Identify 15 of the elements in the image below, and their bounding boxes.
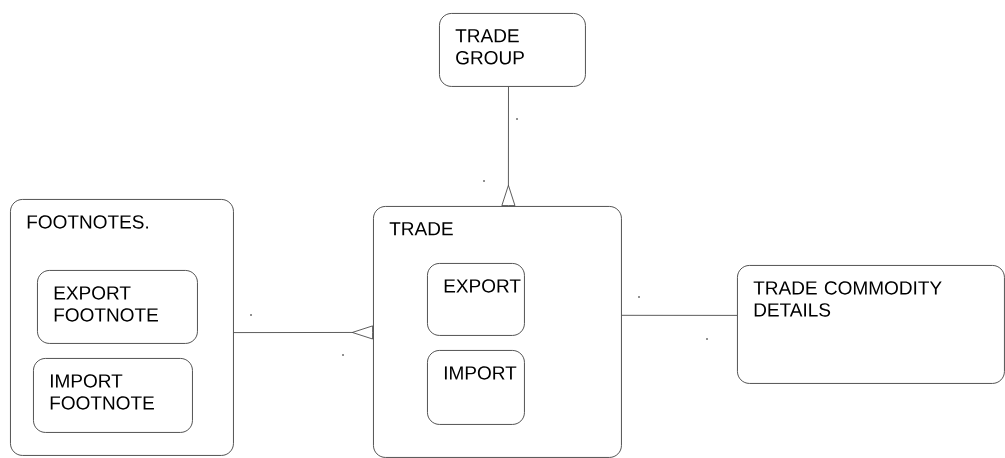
relationship-dot: .: [342, 354, 344, 356]
relationship-line: [621, 314, 738, 316]
relationship-dot: .: [706, 338, 708, 340]
relationship-line: [233, 325, 373, 340]
relationship-dot: .: [483, 180, 485, 182]
relationship-dot: .: [250, 314, 252, 316]
relationship-line: [501, 86, 516, 206]
relationship-dot: .: [516, 118, 518, 120]
entity-box: IMPORT: [427, 350, 525, 425]
entity-box: TRADE COMMODITY DETAILS: [737, 265, 1005, 384]
relationship-dot: .: [638, 296, 640, 298]
entity-box: IMPORT FOOTNOTE: [33, 358, 193, 433]
entity-box: EXPORT: [427, 263, 525, 336]
entity-box: TRADE GROUP: [439, 13, 586, 87]
entity-box: EXPORT FOOTNOTE: [37, 270, 198, 344]
